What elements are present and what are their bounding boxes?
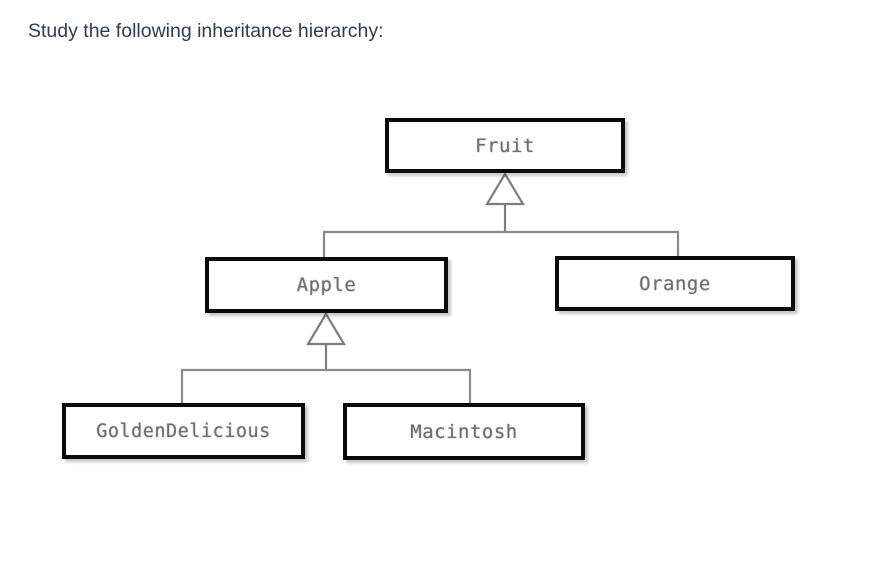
generalization-apple-children <box>180 311 472 408</box>
class-box-apple[interactable]: Apple <box>205 257 448 313</box>
generalization-arrowhead-fruit <box>485 171 525 206</box>
generalization-fruit-children <box>322 171 680 262</box>
generalization-arrowhead-apple <box>306 311 346 346</box>
class-box-goldendelicious[interactable]: GoldenDelicious <box>62 403 305 459</box>
class-name-label: Apple <box>296 274 357 296</box>
class-name-label: Macintosh <box>410 420 518 443</box>
class-name-label: Fruit <box>475 134 535 157</box>
class-box-macintosh[interactable]: Macintosh <box>343 403 585 460</box>
class-name-label: Orange <box>639 272 711 295</box>
page-title: Study the following inheritance hierarch… <box>28 20 384 42</box>
class-box-fruit[interactable]: Fruit <box>385 118 625 173</box>
class-name-label: GoldenDelicious <box>96 420 271 442</box>
class-box-orange[interactable]: Orange <box>555 256 795 311</box>
